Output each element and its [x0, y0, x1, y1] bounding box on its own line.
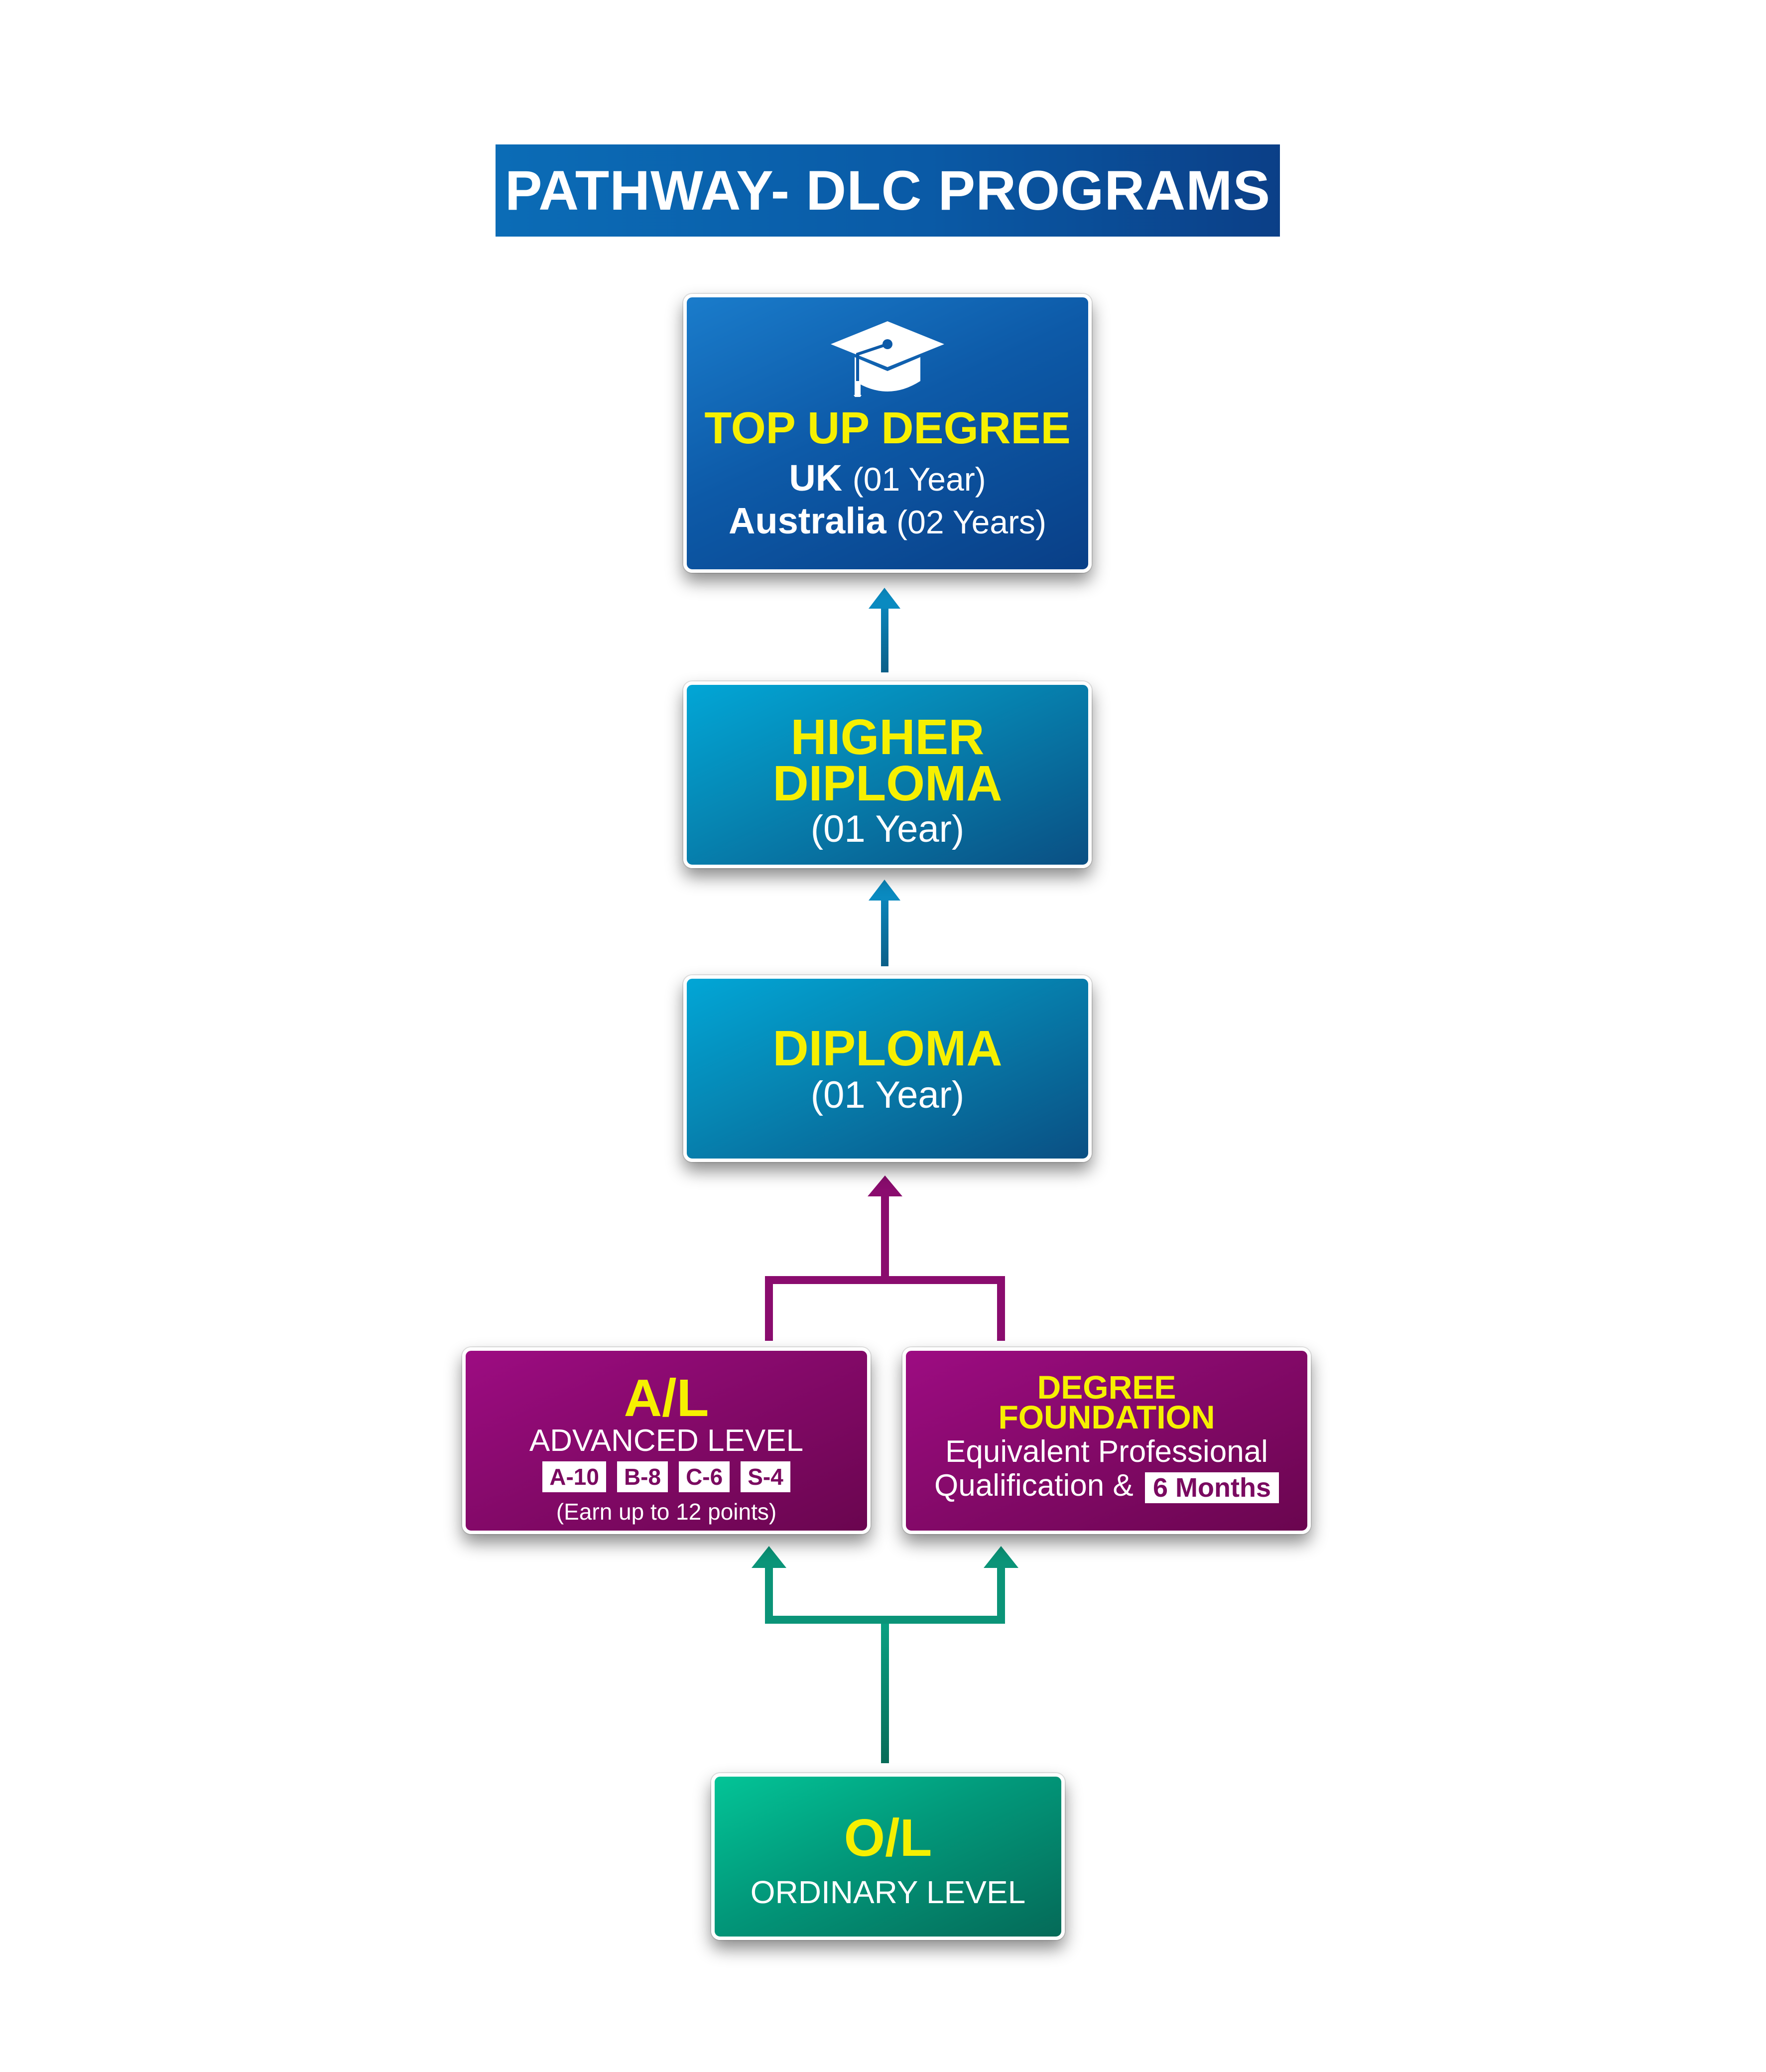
- diploma-title: DIPLOMA: [772, 1021, 1003, 1076]
- grade-badge: S-4: [741, 1461, 790, 1492]
- advanced-level-box: A/L ADVANCED LEVEL A-10 B-8 C-6 S-4 (Ear…: [462, 1347, 871, 1534]
- advanced-level-note: (Earn up to 12 points): [556, 1499, 777, 1525]
- uk-line: UK (01 Year): [687, 460, 1088, 497]
- degree-foundation-subtitle-line2: Qualification & 6 Months: [906, 1470, 1307, 1503]
- grade-points-list: A-10 B-8 C-6 S-4: [466, 1461, 867, 1492]
- advanced-level-subtitle: ADVANCED LEVEL: [529, 1424, 804, 1458]
- title-banner: PATHWAY- DLC PROGRAMS: [496, 144, 1280, 237]
- uk-label: UK: [789, 457, 843, 499]
- advanced-level-title: A/L: [624, 1369, 709, 1427]
- australia-duration: (02 Years): [896, 504, 1047, 540]
- higher-diploma-duration: (01 Year): [810, 808, 965, 850]
- australia-line: Australia (02 Years): [687, 503, 1088, 539]
- uk-duration: (01 Year): [852, 461, 986, 498]
- duration-badge: 6 Months: [1145, 1472, 1279, 1503]
- top-up-degree-box: TOP UP DEGREE UK (01 Year) Australia (02…: [683, 294, 1092, 573]
- higher-diploma-box: HIGHER DIPLOMA (01 Year): [683, 681, 1092, 868]
- arrow-ol-to-entry: [752, 1546, 1018, 1763]
- ordinary-level-subtitle: ORDINARY LEVEL: [750, 1874, 1026, 1910]
- degree-foundation-title-line1: DEGREE: [1037, 1369, 1176, 1406]
- higher-diploma-title-line2: DIPLOMA: [772, 756, 1003, 811]
- diploma-duration: (01 Year): [810, 1074, 965, 1116]
- degree-foundation-title-line2: FOUNDATION: [998, 1399, 1215, 1435]
- arrow-dip-to-hd: [869, 880, 900, 966]
- higher-diploma-title-line1: HIGHER: [790, 709, 985, 765]
- top-up-degree-title: TOP UP DEGREE: [704, 403, 1071, 453]
- grade-badge: A-10: [542, 1461, 606, 1492]
- grade-badge: B-8: [617, 1461, 668, 1492]
- ordinary-level-box: O/L ORDINARY LEVEL: [711, 1773, 1065, 1940]
- arrow-entry-to-diploma: [765, 1175, 1005, 1341]
- degree-foundation-qualification-text: Qualification &: [934, 1468, 1134, 1503]
- graduation-cap-icon: [831, 321, 944, 397]
- grade-badge: C-6: [679, 1461, 730, 1492]
- page-title: PATHWAY- DLC PROGRAMS: [505, 159, 1271, 222]
- degree-foundation-box: DEGREE FOUNDATION Equivalent Professiona…: [902, 1347, 1311, 1534]
- ordinary-level-title: O/L: [844, 1809, 932, 1867]
- arrow-hd-to-topup: [869, 588, 900, 672]
- degree-foundation-subtitle-line1: Equivalent Professional: [945, 1434, 1268, 1469]
- diploma-box: DIPLOMA (01 Year): [683, 975, 1092, 1162]
- australia-label: Australia: [728, 500, 886, 541]
